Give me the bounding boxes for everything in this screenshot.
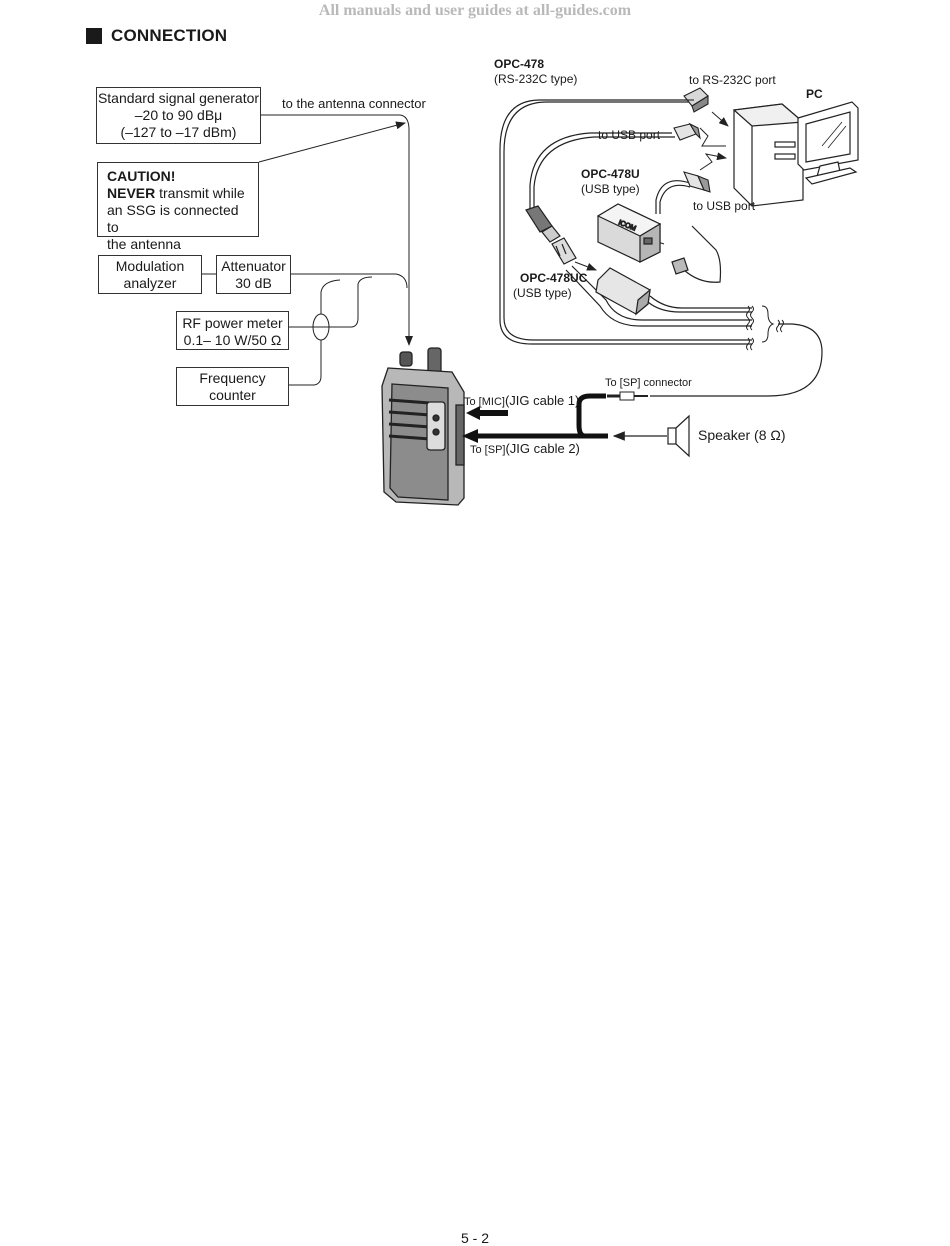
- antenna-wiring: [202, 114, 413, 386]
- caution-box: CAUTION! NEVER transmit while an SSG is …: [97, 162, 259, 269]
- opc-478uc-type: (USB type): [513, 286, 572, 300]
- page-number: 5 - 2: [460, 1230, 489, 1246]
- fc-line1: Frequency: [199, 370, 266, 386]
- antenna-label: to the antenna connector: [282, 96, 426, 111]
- att-line2: 30 dB: [235, 275, 272, 291]
- opc-478u-module-icon: ICOM: [596, 203, 689, 275]
- caution-title: CAUTION!: [107, 168, 176, 184]
- opc-478u-type: (USB type): [581, 182, 640, 196]
- mic-cable: (JIG cable 1): [504, 393, 580, 408]
- pc-label: PC: [806, 87, 823, 101]
- caution-line2: an SSG is connected to: [107, 202, 239, 235]
- port-arrows: [574, 111, 729, 271]
- ssg-box: Standard signal generator –20 to 90 dBμ …: [96, 87, 261, 144]
- section-title: CONNECTION: [111, 26, 228, 45]
- opc-478u-name: OPC-478U: [581, 167, 640, 181]
- sp-connector-label: To [SP] connector: [605, 377, 692, 389]
- speaker-label: Speaker (8 Ω): [698, 427, 786, 443]
- opc-cables: [499, 99, 752, 345]
- opc-478-name: OPC-478: [494, 57, 545, 71]
- transceiver-icon: [381, 347, 465, 506]
- attenuator-box: Attenuator 30 dB: [216, 255, 291, 294]
- cable-break-marks: [746, 305, 784, 351]
- mod-line1: Modulation: [115, 258, 185, 274]
- speaker-icon: [612, 414, 690, 458]
- sp-prefix: To [SP]: [470, 444, 506, 456]
- usb-connector-icon-2: [683, 171, 711, 193]
- opc-478-type: (RS-232C type): [494, 72, 578, 86]
- caution-line1: NEVER transmit while: [107, 185, 249, 202]
- usb-port-label-1: to USB port: [598, 128, 661, 142]
- att-line1: Attenuator: [221, 258, 286, 274]
- rs232c-connector-icon: [683, 87, 709, 113]
- ssg-line3: (–127 to –17 dBm): [120, 124, 237, 140]
- sp-cable: [650, 323, 823, 397]
- caution-rest: transmit while: [155, 185, 245, 201]
- rf-line1: RF power meter: [182, 315, 283, 331]
- rf-line2: 0.1– 10 W/50 Ω: [183, 332, 282, 348]
- caution-never: NEVER: [107, 185, 156, 201]
- usb-port-label-2: to USB port: [693, 199, 756, 213]
- ssg-line1: Standard signal generator: [97, 90, 260, 106]
- mic-prefix: To [MIC]: [464, 396, 505, 408]
- opc-478uc-name: OPC-478UC: [520, 271, 588, 285]
- fc-line2: counter: [209, 387, 256, 403]
- frequency-counter-box: Frequency counter: [176, 367, 289, 406]
- jig-cables: [462, 391, 648, 443]
- watermark: All manuals and user guides at all-guide…: [318, 2, 632, 19]
- section-square-icon: [86, 28, 102, 44]
- mod-line2: analyzer: [123, 275, 177, 291]
- section-header: CONNECTION: [86, 26, 227, 46]
- sp-cable-label: To [SP](JIG cable 2): [470, 441, 580, 456]
- rs232c-port-label: to RS-232C port: [689, 73, 776, 87]
- mic-cable-label: To [MIC](JIG cable 1): [464, 393, 579, 408]
- sp-cable: (JIG cable 2): [505, 441, 580, 456]
- usb-connector-icon: [673, 122, 701, 141]
- ssg-line2: –20 to 90 dBμ: [134, 107, 223, 123]
- opc-478uc-module-icon: [525, 205, 651, 316]
- modulation-analyzer-box: Modulation analyzer: [98, 255, 202, 294]
- pc-icon: [732, 101, 859, 207]
- rf-power-meter-box: RF power meter 0.1– 10 W/50 Ω: [176, 311, 289, 350]
